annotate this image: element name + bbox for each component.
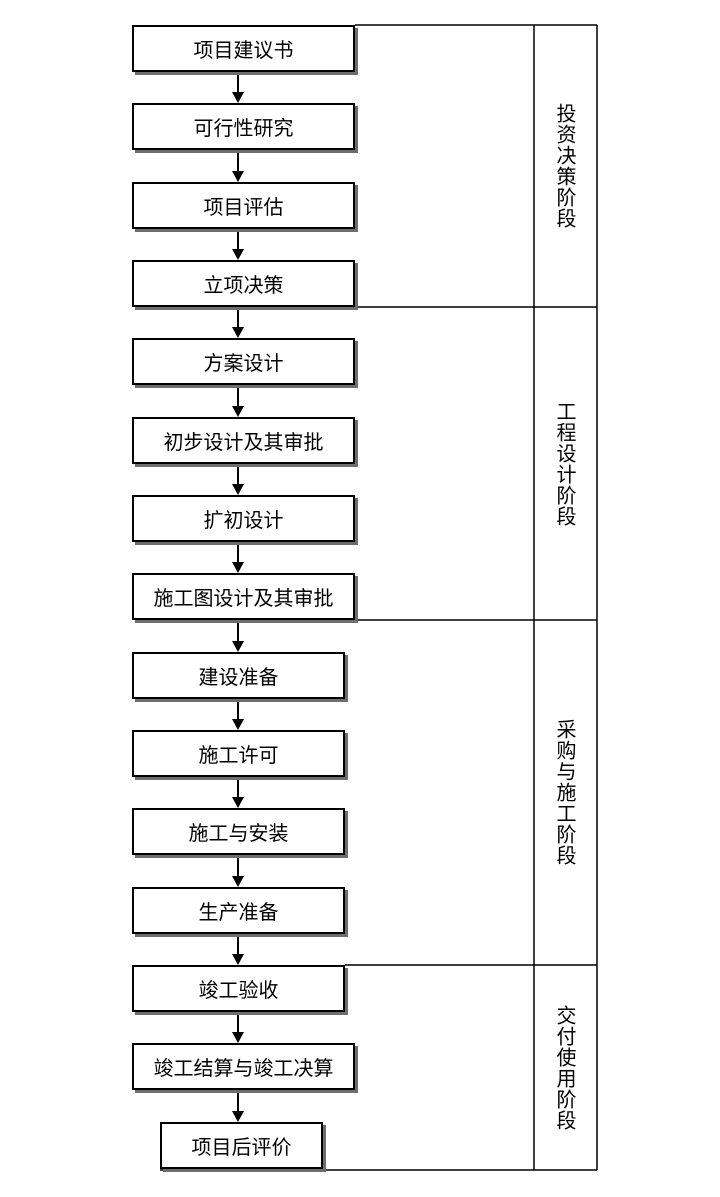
step-box-construction-permit: 施工许可: [132, 730, 345, 777]
step-box-expanded-design: 扩初设计: [132, 495, 355, 542]
flow-arrow-head: [232, 954, 244, 965]
stage-label: 采购与施工阶段: [553, 719, 577, 866]
step-box-scheme-design: 方案设计: [132, 338, 355, 385]
step-box-project-evaluation: 项目评估: [132, 182, 355, 229]
stage-label: 交付使用阶段: [553, 1004, 577, 1131]
flow-arrow-head: [232, 327, 244, 338]
flow-arrow-head: [232, 562, 244, 573]
step-box-project-proposal: 项目建议书: [132, 25, 355, 72]
step-box-construction-preparation: 建设准备: [132, 652, 345, 699]
step-box-preliminary-design: 初步设计及其审批: [132, 417, 355, 464]
step-box-completion-acceptance: 竣工验收: [132, 965, 345, 1012]
stage-engineering-design: 工程设计阶段: [534, 307, 596, 620]
flow-arrow-head: [232, 797, 244, 808]
flow-arrow-head: [232, 406, 244, 417]
step-box-production-preparation: 生产准备: [132, 887, 345, 934]
flow-arrow-head: [232, 484, 244, 495]
flow-arrows: [232, 72, 244, 1122]
flow-arrow-head: [232, 719, 244, 730]
stage-investment-decision: 投资决策阶段: [534, 25, 596, 307]
flow-arrow-head: [232, 1111, 244, 1122]
step-box-construction-installation: 施工与安装: [132, 808, 345, 855]
flow-arrow-head: [232, 641, 244, 652]
flow-arrow-head: [232, 1032, 244, 1043]
flow-arrow-head: [232, 92, 244, 103]
stage-label: 工程设计阶段: [553, 400, 577, 527]
step-box-construction-drawing-design: 施工图设计及其审批: [132, 573, 355, 620]
stage-delivery-use: 交付使用阶段: [534, 965, 596, 1170]
flow-arrow-head: [232, 171, 244, 182]
step-box-final-accounts: 竣工结算与竣工决算: [132, 1043, 355, 1090]
stage-label: 投资决策阶段: [553, 103, 577, 229]
stage-procurement-construction: 采购与施工阶段: [534, 620, 596, 965]
step-box-approval-decision: 立项决策: [132, 260, 355, 307]
step-box-feasibility-study: 可行性研究: [132, 103, 355, 150]
step-box-post-evaluation: 项目后评价: [160, 1122, 323, 1169]
flow-arrow-head: [232, 249, 244, 260]
flow-arrow-head: [232, 876, 244, 887]
